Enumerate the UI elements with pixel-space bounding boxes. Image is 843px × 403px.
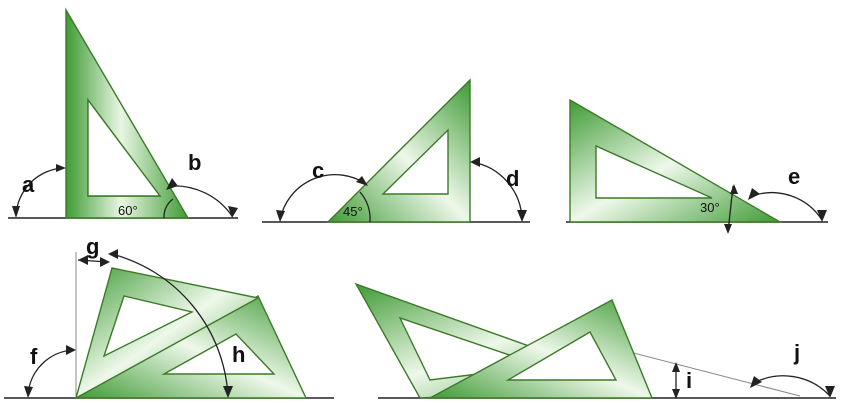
label-e: e [788, 164, 800, 189]
label-h: h [232, 342, 245, 367]
label-i: i [686, 368, 692, 393]
label-b: b [188, 150, 201, 175]
angle-arc-e [751, 192, 823, 221]
angle-arc-60 [163, 198, 174, 219]
label-g: g [86, 234, 99, 259]
panel-c-d: c d 45° [262, 78, 530, 223]
angle-arc-c [279, 174, 367, 221]
degree-45: 45° [343, 204, 363, 219]
triangle-cutout [595, 144, 713, 199]
triangle-cutout [87, 97, 162, 197]
panel-i-j: i j [354, 282, 836, 399]
degree-60: 60° [118, 203, 138, 218]
set-square-60-front [74, 267, 261, 400]
triangle-cutout [161, 333, 276, 375]
angle-arc-j [751, 375, 831, 397]
label-f: f [30, 344, 38, 369]
label-a: a [22, 172, 35, 197]
triangle-cutout [381, 128, 449, 195]
panel-a-b: a b 60° [8, 7, 238, 219]
label-c: c [312, 158, 324, 183]
panel-f-g-h: f g h [4, 234, 334, 400]
angle-arc-h [111, 253, 229, 397]
label-j: j [793, 340, 800, 365]
triangle-cutout [102, 295, 195, 358]
panel-e: e 30° [566, 98, 828, 234]
angle-arc-45 [359, 191, 371, 223]
label-d: d [506, 166, 519, 191]
degree-30: 30° [700, 200, 720, 215]
triangle-cutout [505, 331, 618, 381]
